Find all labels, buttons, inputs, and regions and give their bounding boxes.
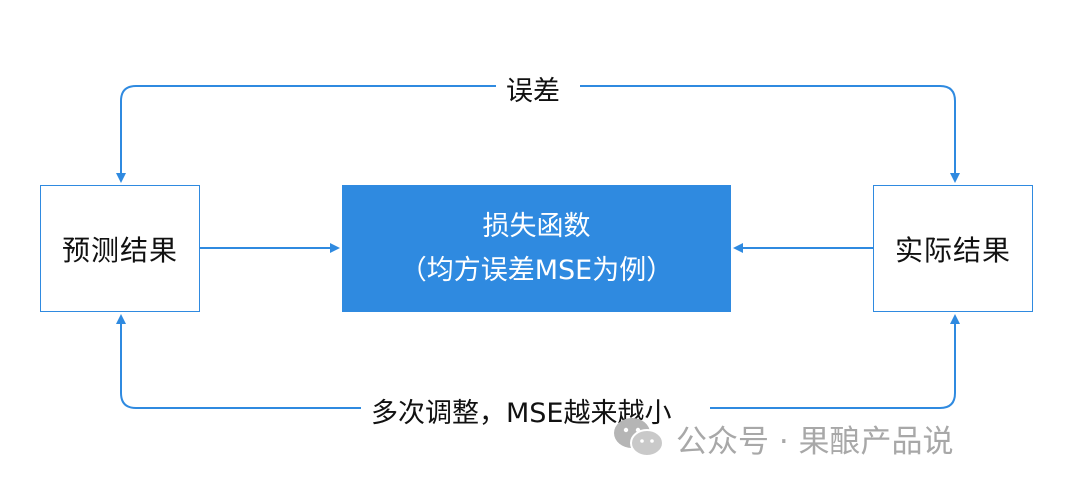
error-edge-label: 误差 xyxy=(496,69,570,108)
prediction-node: 预测结果 xyxy=(40,185,200,312)
actual-label: 实际结果 xyxy=(894,233,1011,267)
error-loop-connector xyxy=(580,85,960,183)
watermark-text: 公众号 · 果酿产品说 xyxy=(676,423,954,460)
watermark: 公众号 · 果酿产品说 xyxy=(612,415,954,461)
wechat-icon xyxy=(614,418,664,457)
loss-function-title: 损失函数 xyxy=(482,210,591,242)
error-loop-connector-left xyxy=(116,85,496,183)
actual-node: 实际结果 xyxy=(873,185,1033,312)
loss-function-node: 损失函数 （均方误差MSE为例） xyxy=(342,185,731,312)
prediction-label: 预测结果 xyxy=(61,233,178,267)
adjust-loop-connector-right xyxy=(710,314,960,409)
adjust-loop-connector-left xyxy=(116,314,361,409)
loss-function-subtitle: （均方误差MSE为例） xyxy=(399,254,674,286)
